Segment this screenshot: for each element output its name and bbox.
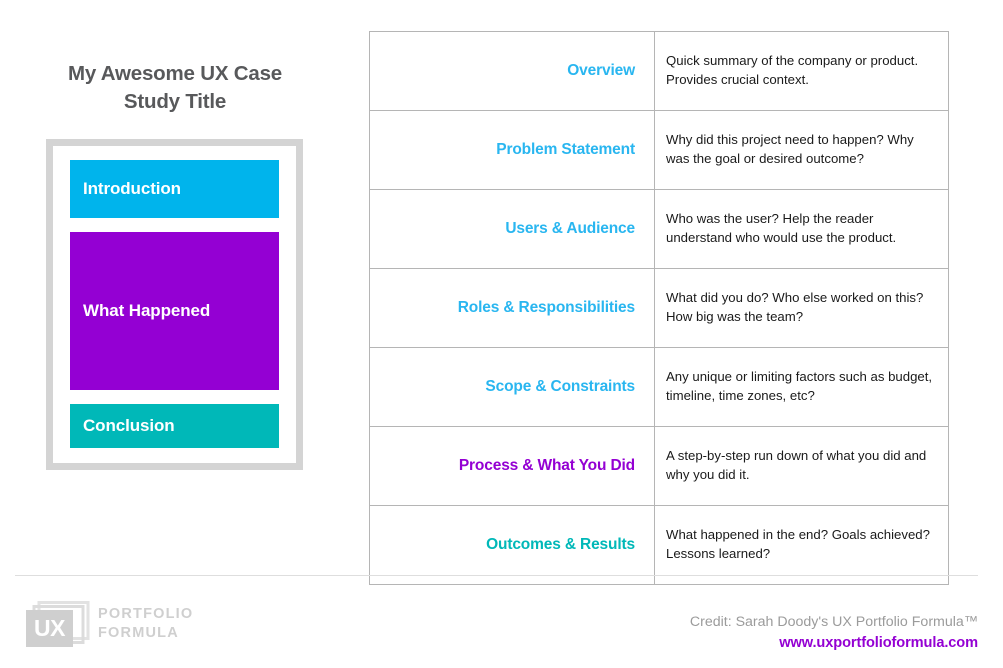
row-label-roles-responsibilities: Roles & Responsibilities: [369, 268, 655, 348]
structure-block-conclusion[interactable]: Conclusion: [70, 404, 279, 448]
footer-credit: Credit: Sarah Doody's UX Portfolio Formu…: [690, 612, 978, 654]
row-description-scope-constraints: Any unique or limiting factors such as b…: [654, 347, 949, 427]
table-row: Overview Quick summary of the company or…: [369, 31, 949, 111]
row-label-outcomes-results: Outcomes & Results: [369, 505, 655, 585]
footer-logo: UX PORTFOLIO FORMULA: [26, 601, 206, 649]
row-description-users-audience: Who was the user? Help the reader unders…: [654, 189, 949, 269]
row-description-outcomes-results: What happened in the end? Goals achieved…: [654, 505, 949, 585]
table-row: Scope & Constraints Any unique or limiti…: [369, 347, 949, 427]
row-description-problem-statement: Why did this project need to happen? Why…: [654, 110, 949, 190]
case-study-structure-frame: Introduction What Happened Conclusion: [46, 139, 303, 470]
logo-wordmark-line-1: PORTFOLIO: [98, 606, 194, 622]
table-row: Roles & Responsibilities What did you do…: [369, 268, 949, 348]
page-title-line-2: Study Title: [123, 90, 227, 114]
page-title: My Awesome UX Case Study Title: [30, 60, 320, 117]
row-label-problem-statement: Problem Statement: [369, 110, 655, 190]
credit-text: Credit: Sarah Doody's UX Portfolio Formu…: [689, 614, 978, 630]
row-label-scope-constraints: Scope & Constraints: [369, 347, 655, 427]
logo-wordmark: PORTFOLIO FORMULA: [98, 605, 193, 642]
ux-portfolio-formula-logo-icon: UX: [26, 601, 90, 647]
row-description-roles-responsibilities: What did you do? Who else worked on this…: [654, 268, 949, 348]
svg-text:UX: UX: [34, 615, 66, 641]
row-label-users-audience: Users & Audience: [369, 189, 655, 269]
table-row: Process & What You Did A step-by-step ru…: [369, 426, 949, 506]
row-description-overview: Quick summary of the company or product.…: [654, 31, 949, 111]
row-description-process-what-you-did: A step-by-step run down of what you did …: [654, 426, 949, 506]
structure-block-introduction-label: Introduction: [83, 179, 181, 198]
structure-block-introduction[interactable]: Introduction: [70, 160, 279, 218]
table-row: Problem Statement Why did this project n…: [369, 110, 949, 190]
case-study-outline-table: Overview Quick summary of the company or…: [369, 31, 949, 585]
logo-wordmark-line-2: FORMULA: [98, 624, 179, 641]
row-label-overview: Overview: [369, 31, 655, 111]
table-row: Outcomes & Results What happened in the …: [369, 505, 949, 585]
left-panel: My Awesome UX Case Study Title Introduct…: [0, 0, 350, 540]
credit-url-link[interactable]: www.uxportfolioformula.com: [779, 634, 978, 651]
page-title-line-1: My Awesome UX Case: [67, 62, 283, 85]
structure-block-what-happened-label: What Happened: [83, 301, 211, 320]
row-label-process-what-you-did: Process & What You Did: [369, 426, 655, 506]
structure-block-conclusion-label: Conclusion: [83, 416, 175, 435]
structure-block-what-happened[interactable]: What Happened: [70, 232, 279, 390]
table-row: Users & Audience Who was the user? Help …: [369, 189, 949, 269]
footer-divider: [15, 575, 978, 576]
